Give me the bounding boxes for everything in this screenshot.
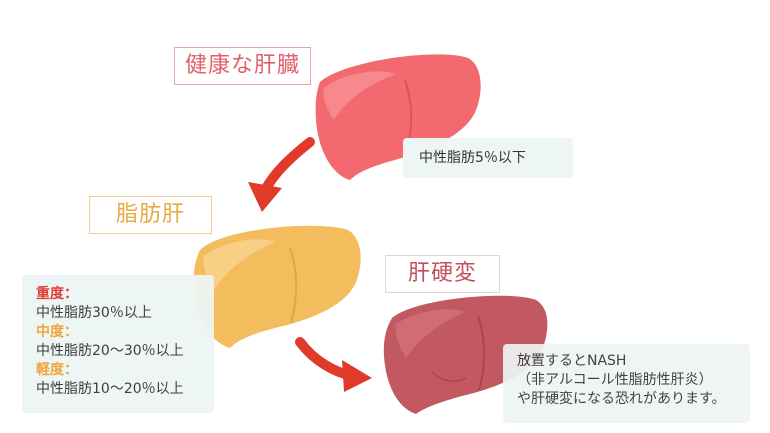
cirrhosis-title: 肝硬変 <box>385 255 501 293</box>
cirrhosis-note: 放置するとNASH （非アルコール性脂肪性肝炎） や肝硬変になる恐れがあります。 <box>503 344 750 423</box>
severe-level-range: 中性脂肪30％以上 <box>36 305 152 321</box>
arrow-fatty-to-cirrhosis <box>295 337 372 392</box>
cirrhosis-liver-illustration <box>383 295 548 414</box>
fatty-liver-title: 脂肪肝 <box>89 196 213 234</box>
healthy-liver-note: 中性脂肪5％以下 <box>403 138 573 178</box>
arrow-healthy-to-fatty <box>248 137 315 212</box>
fatty-liver-levels: 重度： 中性脂肪30％以上 中度： 中性脂肪20〜30％以上 軽度： 中性脂肪1… <box>22 275 214 413</box>
moderate-level-label: 中度： <box>36 324 78 340</box>
fatty-liver-illustration <box>193 225 361 348</box>
severe-level-label: 重度： <box>36 286 78 302</box>
cirrhosis-note-line: （非アルコール性脂肪性肝炎） <box>517 372 713 388</box>
cirrhosis-note-line: 放置するとNASH <box>517 353 627 369</box>
mild-level-range: 中性脂肪10〜20％以上 <box>36 381 184 397</box>
moderate-level-range: 中性脂肪20〜30％以上 <box>36 343 184 359</box>
healthy-liver-title: 健康な肝臓 <box>174 47 312 85</box>
mild-level-label: 軽度： <box>36 362 78 378</box>
cirrhosis-note-line: や肝硬変になる恐れがあります。 <box>517 391 726 407</box>
